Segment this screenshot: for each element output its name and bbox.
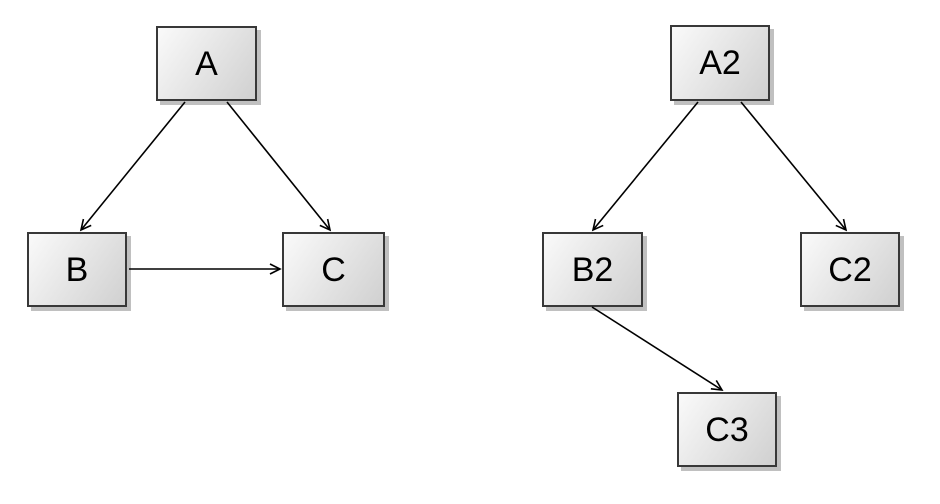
- node-C[interactable]: C: [282, 232, 385, 307]
- node-C3[interactable]: C3: [677, 392, 777, 467]
- node-A[interactable]: A: [156, 26, 257, 101]
- node-B[interactable]: B: [27, 232, 127, 307]
- node-A2[interactable]: A2: [670, 25, 770, 101]
- node-label: B: [65, 250, 89, 289]
- node-label: C: [321, 250, 346, 289]
- node-B2[interactable]: B2: [542, 232, 643, 307]
- node-label: C3: [705, 410, 749, 449]
- node-label: A2: [699, 44, 741, 82]
- node-C2[interactable]: C2: [800, 232, 900, 307]
- node-label: A: [195, 44, 218, 83]
- node-label: C2: [828, 250, 872, 289]
- node-label: B2: [571, 250, 614, 289]
